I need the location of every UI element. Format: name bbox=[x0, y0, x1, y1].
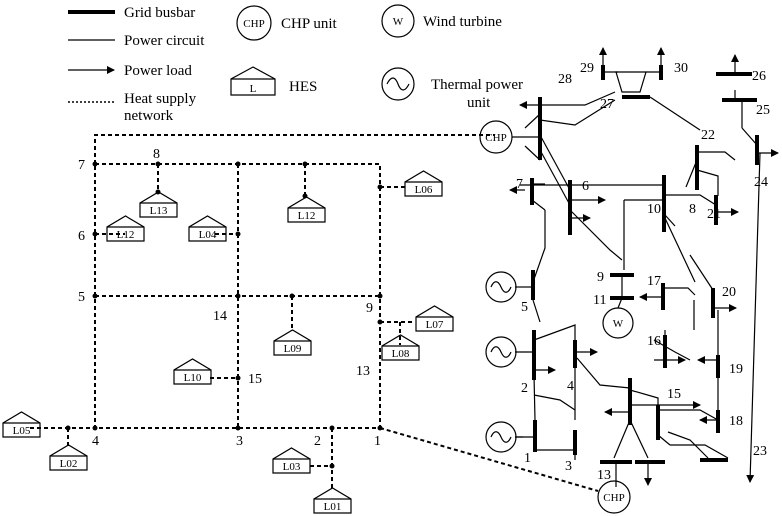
bus-label-3: 3 bbox=[565, 459, 572, 474]
legend-circuit-label: Power circuit bbox=[124, 33, 205, 49]
heat-node-7: 7 bbox=[78, 158, 85, 173]
bus-label-27: 27 bbox=[600, 97, 614, 112]
bus-label-26: 26 bbox=[752, 69, 766, 84]
legend-chp-label: CHP unit bbox=[281, 16, 338, 32]
bus-label-13: 13 bbox=[597, 468, 611, 483]
legend-chp-icon bbox=[236, 5, 272, 41]
power-load-arrows bbox=[519, 101, 591, 222]
bus-label-11: 11 bbox=[593, 293, 606, 308]
hes-l13: L13 bbox=[150, 205, 168, 217]
bus-label-8: 8 bbox=[689, 202, 696, 217]
bus-label-19: 19 bbox=[729, 362, 743, 377]
hes-l04: L04 bbox=[199, 229, 217, 241]
bus-labels: 1 2 3 4 5 6 7 8 9 10 11 13 15 16 17 18 1… bbox=[516, 61, 770, 483]
hes-l08: L08 bbox=[392, 348, 410, 360]
heat-node-labels: 1 2 3 4 5 6 7 8 9 13 14 15 bbox=[78, 147, 381, 449]
bus-label-25: 25 bbox=[756, 103, 770, 118]
legend-thermal-label-1: Thermal power bbox=[431, 77, 523, 93]
legend-busbar-label: Grid busbar bbox=[124, 5, 195, 21]
bus-label-6: 6 bbox=[582, 179, 589, 194]
legend-load-label: Power load bbox=[124, 63, 192, 79]
legend-wind-symbol: W bbox=[393, 16, 404, 28]
bus-label-5: 5 bbox=[521, 300, 528, 315]
thermal-unit-2-icon bbox=[485, 336, 517, 368]
hes-l05: L05 bbox=[13, 425, 31, 437]
legend-chp-symbol: CHP bbox=[243, 18, 264, 30]
hes-l06: L06 bbox=[415, 184, 433, 196]
hes-labels: L05 L02 L12 L13 L04 L12 L06 L07 L08 L09 … bbox=[13, 184, 444, 513]
chp-unit-bottom-label: CHP bbox=[603, 492, 624, 504]
bus-label-7: 7 bbox=[516, 177, 523, 192]
bus-label-23: 23 bbox=[753, 444, 767, 459]
legend: Grid busbar Power circuit Power load Hea… bbox=[68, 4, 523, 124]
thermal-unit-5-icon bbox=[485, 271, 517, 303]
heat-node-4: 4 bbox=[92, 434, 99, 449]
hes-l07: L07 bbox=[426, 319, 444, 331]
heat-node-9: 9 bbox=[366, 301, 373, 316]
bus-label-2: 2 bbox=[521, 381, 528, 396]
bus-label-28: 28 bbox=[558, 72, 572, 87]
legend-hes-icon bbox=[230, 66, 276, 96]
hes-l02: L02 bbox=[60, 458, 78, 470]
legend-heat-label-2: network bbox=[124, 108, 174, 124]
hes-l03: L03 bbox=[283, 461, 301, 473]
legend-thermal-icon bbox=[381, 67, 415, 101]
bus-label-30: 30 bbox=[674, 61, 688, 76]
units: CHP CHP W bbox=[479, 120, 634, 514]
bus-label-17: 17 bbox=[647, 274, 661, 289]
heat-node-6: 6 bbox=[78, 229, 85, 244]
legend-hes-label: HES bbox=[289, 79, 317, 95]
hes-l12-mid: L12 bbox=[298, 210, 316, 222]
hes-l10: L10 bbox=[184, 372, 202, 384]
bus-label-24: 24 bbox=[754, 175, 768, 190]
heat-node-15: 15 bbox=[248, 372, 262, 387]
thermal-unit-1-icon bbox=[485, 421, 517, 453]
bus-label-4: 4 bbox=[567, 379, 574, 394]
bus-label-16: 16 bbox=[647, 334, 661, 349]
wind-turbine-label: W bbox=[613, 318, 624, 330]
hes-l12-left: L12 bbox=[117, 229, 135, 241]
hes-houses bbox=[2, 170, 454, 514]
heat-node-2: 2 bbox=[314, 434, 321, 449]
legend-wind-label: Wind turbine bbox=[423, 14, 502, 30]
bus-label-21: 21 bbox=[707, 207, 721, 222]
busbars bbox=[530, 65, 759, 464]
chp-unit-top-icon bbox=[479, 120, 513, 154]
bus-label-18: 18 bbox=[729, 414, 743, 429]
heat-node-1: 1 bbox=[374, 434, 381, 449]
heat-node-3: 3 bbox=[236, 434, 243, 449]
hes-l09: L09 bbox=[284, 343, 302, 355]
hes-l01: L01 bbox=[324, 501, 342, 513]
heat-node-14: 14 bbox=[213, 309, 227, 324]
chp-unit-top-label: CHP bbox=[485, 132, 506, 144]
heat-node-8: 8 bbox=[153, 147, 160, 162]
legend-heat-label-1: Heat supply bbox=[124, 91, 197, 107]
legend-wind-icon bbox=[381, 4, 415, 38]
bus-label-10: 10 bbox=[647, 202, 661, 217]
legend-thermal-label-2: unit bbox=[467, 95, 491, 111]
chp-unit-bottom-icon bbox=[597, 480, 631, 514]
bus-label-9: 9 bbox=[597, 270, 604, 285]
heat-node-5: 5 bbox=[78, 290, 85, 305]
bus-label-29: 29 bbox=[580, 61, 594, 76]
bus-label-1: 1 bbox=[524, 451, 531, 466]
legend-hes-symbol: L bbox=[250, 83, 257, 95]
bus-label-15: 15 bbox=[667, 387, 681, 402]
bus-label-20: 20 bbox=[722, 285, 736, 300]
bus-label-22: 22 bbox=[701, 128, 715, 143]
heat-node-13: 13 bbox=[356, 364, 370, 379]
heat-node-dots bbox=[65, 161, 383, 469]
